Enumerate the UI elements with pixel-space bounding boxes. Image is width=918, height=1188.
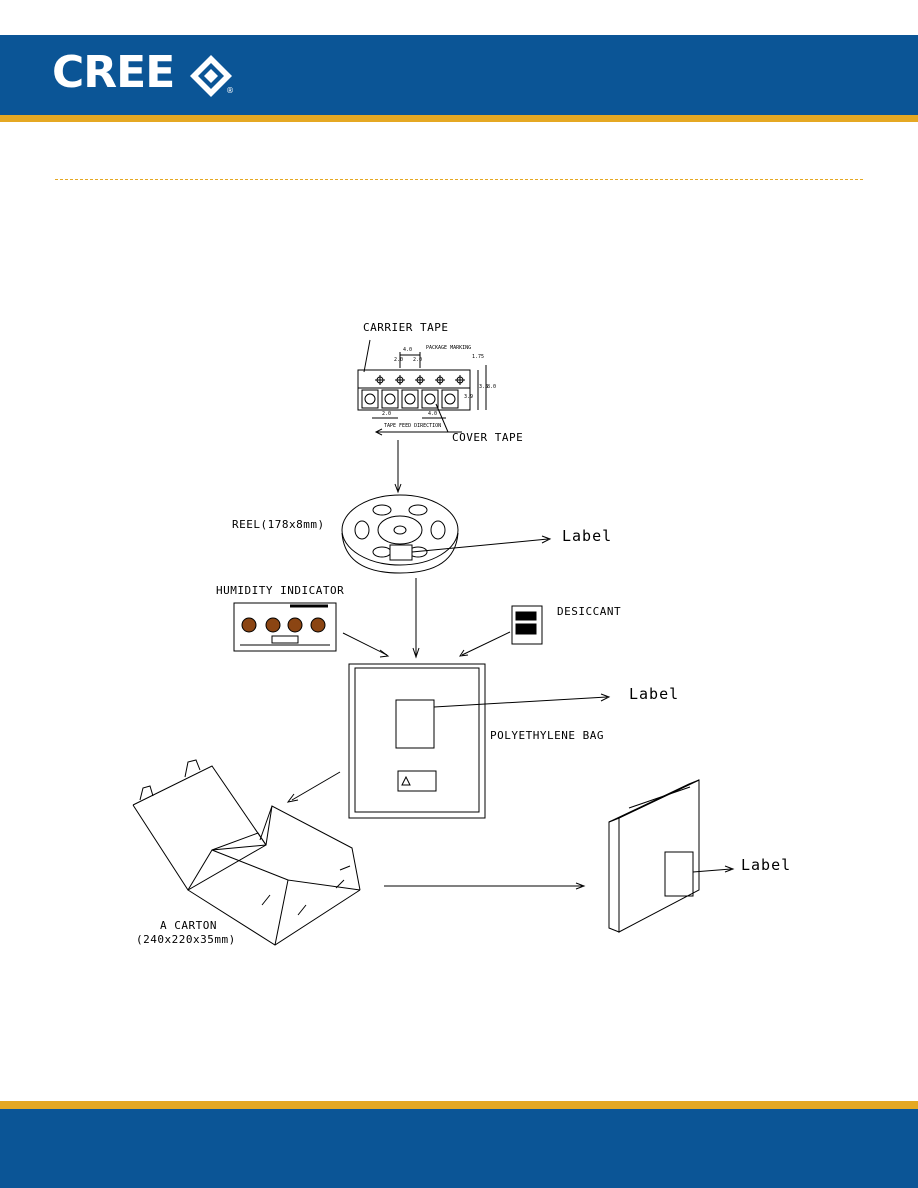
cree-logo-text: CREE [52,47,175,98]
humidity-indicator-label: HUMIDITY INDICATOR [216,584,345,597]
box-label-tag: Label [741,856,792,874]
polyethylene-bag-label: POLYETHYLENE BAG [490,729,604,742]
box-drawing [608,779,735,933]
cover-tape-label: COVER TAPE [452,431,524,444]
desiccant-drawing [458,605,543,657]
package-marking-label: PACKAGE MARKING [426,345,472,351]
dim-pitch-bottom: 4.0 [428,411,438,417]
registered-mark: ® [226,86,234,95]
dim-edge: 1.75 [472,354,485,360]
polyethylene-bag-drawing [348,663,611,819]
dim-pitch-left: 2.0 [382,411,392,417]
tape-feed-direction-label: TAPE FEED DIRECTION [384,423,442,429]
footer-accent-stripe [0,1101,918,1109]
carton-drawing [132,759,361,946]
header-accent-stripe [0,115,918,122]
carrier-tape-label: CARRIER TAPE [363,321,449,334]
carton-label: A CARTON [160,919,217,932]
dim-pocket: 3.9 [464,394,474,400]
reel-drawing [341,494,552,574]
carton-size-label: (240x220x35mm) [136,933,236,946]
dim-hole: 2.0 [413,357,423,363]
desiccant-label: DESICCANT [557,605,622,618]
dim-small: 2.0 [394,357,404,363]
carrier-tape-drawing [357,339,487,436]
cree-logo-diamond-icon [190,55,232,97]
reel-label: REEL(178x8mm) [232,518,325,531]
dim-width: 8.0 [487,384,497,390]
dim-inner: 3.5 [479,384,489,390]
section-divider [55,179,863,180]
dim-pitch: 4.0 [403,347,413,353]
footer-bar [0,1109,918,1188]
bag-label-tag: Label [629,685,680,703]
header-bar [0,35,918,115]
reel-label-tag: Label [562,527,613,545]
humidity-indicator-drawing [233,602,390,658]
